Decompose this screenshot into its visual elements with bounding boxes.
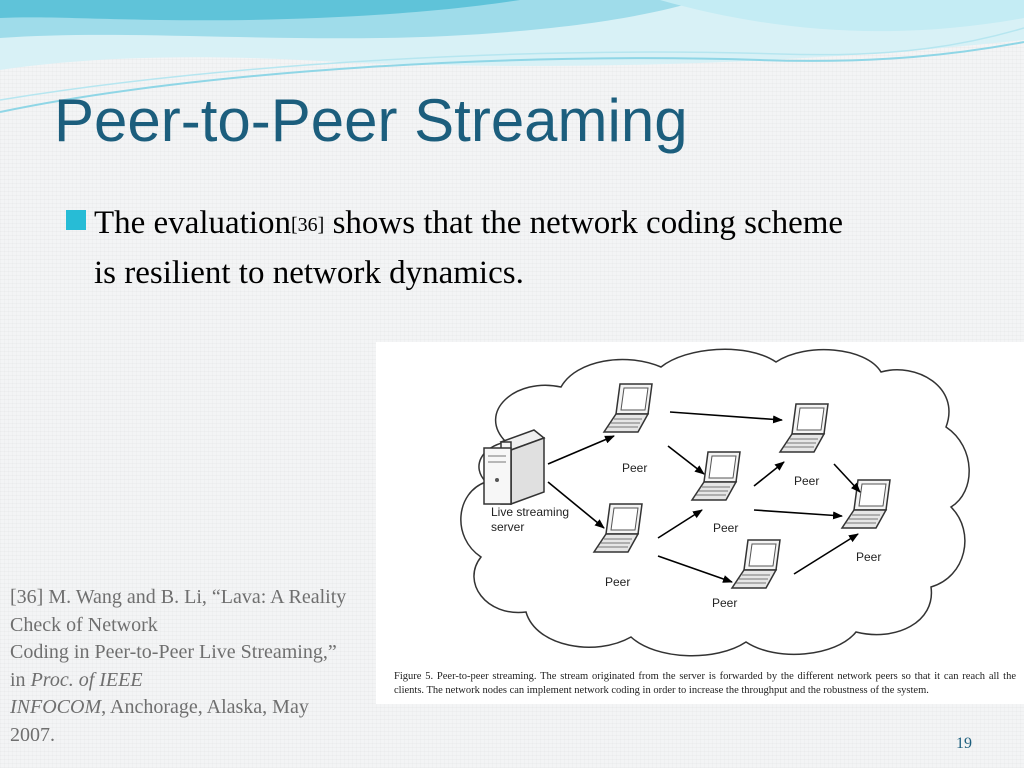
arrow-server-peer1 [547, 435, 615, 465]
peer4-label: Peer [794, 474, 819, 488]
arrow-peer1-peer4 [669, 411, 783, 424]
bullet-text-end: shows that the network coding scheme is … [94, 205, 844, 291]
reference-line-3: Coding in Peer-to-Peer Live Streaming,” [10, 641, 337, 663]
reference-line-6: 2007. [10, 723, 55, 746]
bullet-text: The evaluation[36] shows that the networ… [94, 200, 866, 296]
arrow-peer3-peer5 [753, 509, 843, 520]
reference-line-5: INFOCOM, Anchorage, Alaska, May [10, 696, 309, 718]
citation-marker: [36] [291, 214, 325, 236]
peer6-label: Peer [712, 596, 737, 610]
peer1-label: Peer [622, 461, 647, 475]
arrow-peer2-peer6 [657, 555, 733, 583]
server-icon [483, 429, 546, 506]
bullet-square-icon [66, 210, 86, 230]
reference-citation: [36] M. Wang and B. Li, “Lava: A Reality… [10, 584, 405, 749]
network-figure: Live streaming server Peer Peer Peer Pee… [376, 342, 1024, 704]
reference-line-1: [36] M. Wang and B. Li, “Lava: A Reality [10, 586, 347, 608]
arrow-peer2-peer3 [657, 509, 703, 539]
arrow-peer3-peer4 [753, 461, 785, 487]
server-label-line2: server [491, 520, 524, 534]
header-wave-decoration [0, 0, 1024, 113]
network-diagram: Live streaming server Peer Peer Peer Pee… [460, 348, 970, 657]
peer2-label: Peer [605, 575, 630, 589]
stream-arrows [547, 411, 861, 583]
arrow-server-peer2 [547, 481, 605, 529]
bullet-point: The evaluation[36] shows that the networ… [66, 200, 866, 296]
peer3-label: Peer [713, 521, 738, 535]
figure-caption: Figure 5. Peer-to-peer streaming. The st… [394, 671, 1016, 696]
arrow-peer1-peer3 [667, 445, 705, 475]
server-label-line1: Live streaming [491, 505, 569, 519]
bullet-text-start: The evaluation [94, 205, 292, 241]
page-number: 19 [956, 735, 972, 752]
peer5-label: Peer [856, 550, 881, 564]
arrow-peer6-peer5 [793, 533, 859, 575]
slide-title: Peer-to-Peer Streaming [54, 87, 688, 154]
reference-line-4: in Proc. of IEEE [10, 668, 143, 691]
arrow-peer4-peer5 [833, 463, 861, 493]
network-cloud [460, 348, 970, 657]
reference-line-2: Check of Network [10, 613, 158, 636]
